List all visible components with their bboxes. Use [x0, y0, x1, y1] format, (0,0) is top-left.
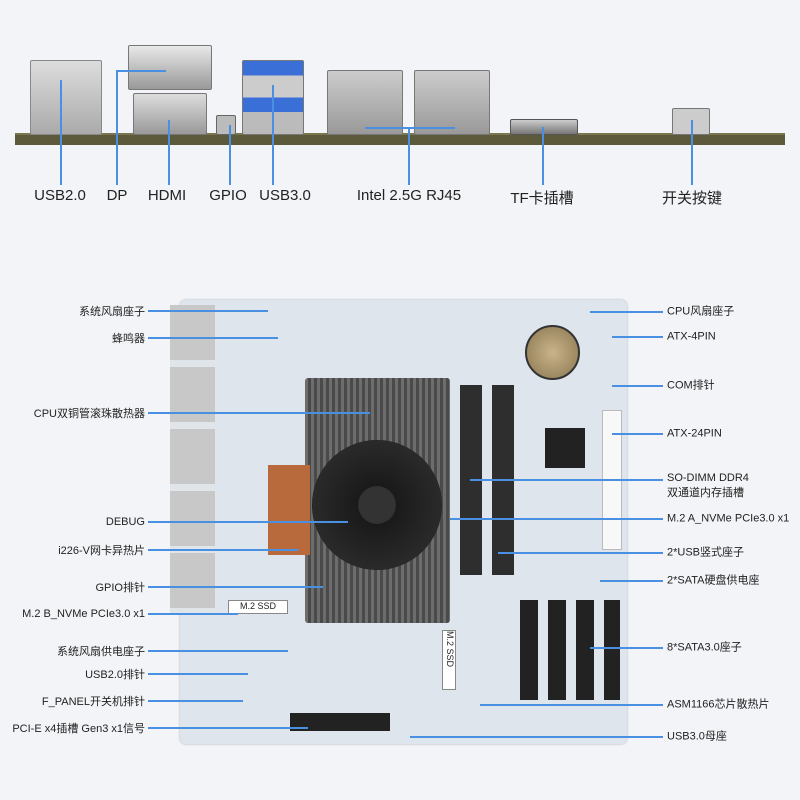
label-buzzer: 蜂鸣器 — [112, 333, 145, 345]
io-label-power: 开关按键 — [661, 190, 723, 207]
m2-b-slot: M.2 SSD — [228, 600, 288, 614]
label-usb3-header: USB3.0母座 — [667, 730, 727, 743]
label-i226: i226-V网卡异热片 — [58, 545, 145, 557]
cmos-battery — [525, 325, 580, 380]
label-sata: 8*SATA3.0座子 — [667, 641, 742, 654]
label-asm1166: ASM1166芯片散热片 — [667, 698, 770, 711]
label-sata-power: 2*SATA硬盘供电座 — [667, 574, 760, 587]
label-m2-b: M.2 B_NVMe PCIe3.0 x1 — [22, 608, 145, 620]
io-panel: USB2.0 DP HDMI GPIO USB3.0 Intel 2.5G RJ… — [0, 0, 800, 207]
io-label-rj45: Intel 2.5G RJ45 — [356, 187, 462, 204]
label-atx24: ATX-24PIN — [667, 427, 722, 440]
rj45-port-2 — [414, 70, 490, 135]
io-label-hdmi: HDMI — [147, 187, 187, 204]
label-sodimm: SO-DIMM DDR4 双通道内存插槽 — [667, 471, 749, 501]
io-label-usb3: USB3.0 — [259, 187, 311, 204]
label-usb2-header: USB2.0排针 — [85, 669, 145, 681]
label-sys-fan-power: 系统风扇供电座子 — [57, 646, 145, 658]
io-label-dp: DP — [106, 187, 128, 204]
chipset — [545, 428, 585, 468]
tf-slot — [510, 119, 578, 135]
label-debug: DEBUG — [105, 516, 145, 528]
dp-port — [128, 45, 212, 90]
label-m2-a: M.2 A_NVMe PCIe3.0 x1 — [667, 512, 790, 525]
hdmi-port — [133, 93, 207, 135]
label-sys-fan: 系统风扇座子 — [79, 306, 145, 318]
label-cpu-cooler: CPU双铜管滚珠散热器 — [33, 408, 145, 420]
label-gpio-header: GPIO排针 — [95, 582, 145, 594]
sata-ports — [520, 600, 620, 700]
pcie-slot — [290, 713, 390, 731]
io-label-usb2: USB2.0 — [34, 187, 86, 204]
label-usb-vertical: 2*USB竖式座子 — [667, 546, 745, 559]
label-atx4: ATX-4PIN — [667, 330, 716, 343]
usb2-port — [30, 60, 102, 135]
io-label-tf: TF卡插槽 — [510, 190, 574, 207]
cpu-fan — [312, 440, 442, 570]
label-fpanel: F_PANEL开关机排针 — [41, 696, 145, 708]
io-label-gpio: GPIO — [209, 187, 247, 204]
label-sodimm-line2: 双通道内存插槽 — [667, 487, 744, 499]
copper-pad — [268, 465, 310, 555]
label-com: COM排针 — [667, 379, 715, 392]
label-sodimm-line1: SO-DIMM DDR4 — [667, 472, 749, 484]
io-left-ports — [170, 305, 215, 615]
rj45-port-1 — [327, 70, 403, 135]
gpio-button — [216, 115, 236, 135]
label-cpu-fan: CPU风扇座子 — [667, 305, 735, 318]
label-pcie: PCI-E x4插槽 Gen3 x1信号 — [12, 723, 145, 735]
m2-a-slot: M.2 SSD — [442, 630, 456, 690]
